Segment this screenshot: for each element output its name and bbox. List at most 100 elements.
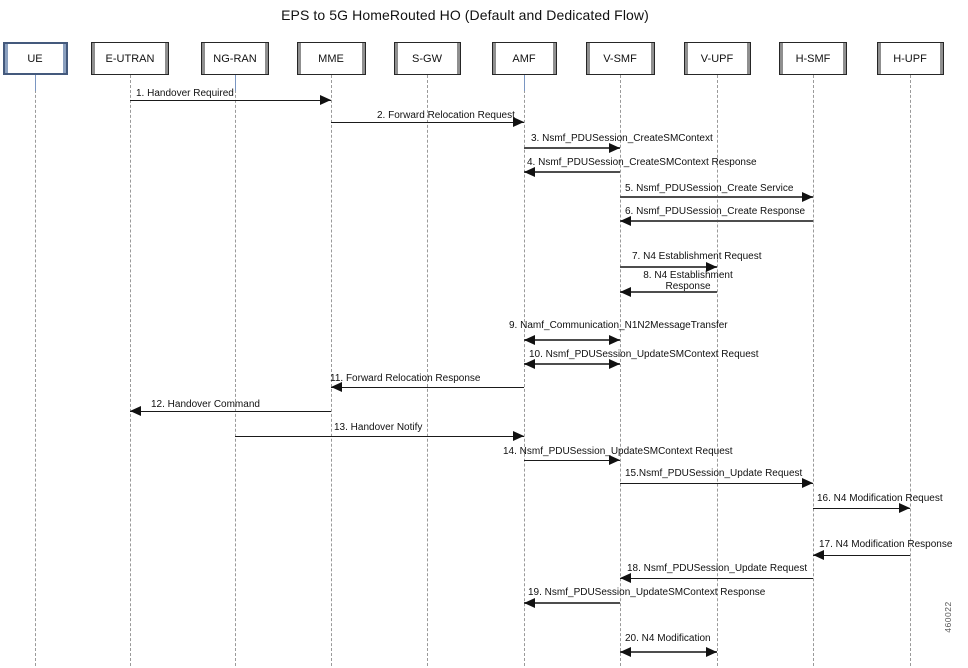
message-label-17: 17. N4 Modification Response (819, 539, 953, 550)
message-label-6: 6. Nsmf_PDUSession_Create Response (625, 206, 806, 217)
actor-box-edge (552, 43, 556, 74)
message-label-11: 11. Forward Relocation Response (330, 373, 481, 384)
actor-label: MME (318, 52, 344, 65)
arrowhead-right-2 (513, 117, 524, 127)
lifeline-mme (331, 75, 332, 666)
actor-label: E-UTRAN (105, 52, 155, 65)
lifeline-ue (35, 75, 36, 666)
message-arrow-9 (524, 339, 620, 341)
arrowhead-right-10 (609, 359, 620, 369)
message-label-9: 9. Namf_Communication_N1N2MessageTransfe… (509, 320, 728, 331)
arrowhead-left-17 (813, 550, 824, 560)
actor-box-ng-ran: NG-RAN (201, 42, 269, 75)
message-arrow-12 (130, 411, 331, 412)
arrowhead-left-9 (524, 335, 535, 345)
message-arrow-13 (235, 436, 524, 437)
actor-box-edge (684, 43, 688, 74)
lifeline-amf (524, 75, 525, 666)
message-label-10: 10. Nsmf_PDUSession_UpdateSMContext Requ… (529, 349, 759, 360)
actor-box-edge (456, 43, 460, 74)
message-label-12: 12. Handover Command (151, 399, 260, 410)
actor-box-edge (746, 43, 750, 74)
arrowhead-left-12 (130, 406, 141, 416)
connector-stub-amf (524, 75, 525, 91)
actor-box-edge (877, 43, 881, 74)
actor-box-edge (780, 43, 783, 74)
message-arrow-11 (331, 387, 524, 388)
message-label-7: 7. N4 Establishment Request (632, 251, 762, 262)
message-arrow-10 (524, 363, 620, 365)
lifeline-h-upf (910, 75, 911, 666)
arrowhead-right-13 (513, 431, 524, 441)
message-label-14: 14. Nsmf_PDUSession_UpdateSMContext Requ… (503, 446, 733, 457)
message-label-1: 1. Handover Required (136, 88, 234, 99)
message-label-18: 18. Nsmf_PDUSession_Update Request (627, 563, 808, 574)
arrowhead-left-18 (620, 573, 631, 583)
message-arrow-5 (620, 196, 813, 198)
actor-box-edge (586, 43, 590, 74)
lifeline-e-utran (130, 75, 131, 666)
lifeline-v-smf (620, 75, 621, 666)
arrowhead-right-20 (706, 647, 717, 657)
actor-box-amf: AMF (491, 42, 557, 75)
message-arrow-2 (331, 122, 524, 123)
arrowhead-left-11 (331, 382, 342, 392)
message-arrow-4 (524, 171, 620, 173)
arrowhead-right-3 (609, 143, 620, 153)
message-arrow-20 (620, 651, 717, 653)
message-label-19: 19. Nsmf_PDUSession_UpdateSMContext Resp… (528, 587, 766, 598)
actor-label: V-UPF (700, 52, 734, 65)
message-label-2: 2. Forward Relocation Request (377, 110, 515, 121)
actor-label: H-UPF (893, 52, 927, 65)
message-arrow-17 (813, 555, 910, 556)
actor-box-edge (4, 44, 8, 73)
actor-box-h-upf: H-UPF (876, 42, 944, 75)
actor-label: UE (27, 52, 43, 65)
message-label-15: 15.Nsmf_PDUSession_Update Request (625, 468, 803, 479)
message-label-16: 16. N4 Modification Request (817, 493, 943, 504)
actor-label: S-GW (412, 52, 442, 65)
message-arrow-7 (620, 266, 717, 268)
actor-box-mme: MME (296, 42, 366, 75)
arrowhead-right-7 (706, 262, 717, 272)
actor-label: NG-RAN (213, 52, 257, 65)
actor-box-edge (843, 43, 846, 74)
actor-box-edge (62, 44, 66, 73)
arrowhead-left-6 (620, 216, 631, 226)
actor-box-h-smf: H-SMF (779, 42, 847, 75)
message-arrow-1 (130, 100, 331, 101)
diagram-title: EPS to 5G HomeRouted HO (Default and Ded… (281, 7, 649, 23)
actor-box-edge (939, 43, 943, 74)
arrowhead-right-14 (609, 455, 620, 465)
lifeline-ng-ran (235, 75, 236, 666)
message-label-13: 13. Handover Notify (334, 422, 423, 433)
message-arrow-18 (620, 578, 813, 579)
message-arrow-6 (620, 220, 813, 222)
message-arrow-8 (620, 291, 717, 293)
message-label-3: 3. Nsmf_PDUSession_CreateSMContext (531, 133, 713, 144)
actor-box-s-gw: S-GW (393, 42, 461, 75)
message-label-20: 20. N4 Modification (625, 633, 711, 644)
actor-box-v-upf: V-UPF (683, 42, 751, 75)
actor-box-edge (92, 43, 95, 74)
figure-id-label: 460022 (943, 601, 953, 633)
arrowhead-right-9 (609, 335, 620, 345)
message-arrow-16 (813, 508, 910, 509)
actor-label: V-SMF (603, 52, 637, 65)
arrowhead-left-10 (524, 359, 535, 369)
actor-box-edge (165, 43, 168, 74)
connector-stub-ue (35, 75, 36, 91)
lifeline-s-gw (427, 75, 428, 666)
lifeline-v-upf (717, 75, 718, 666)
actor-box-e-utran: E-UTRAN (91, 42, 169, 75)
actor-box-edge (202, 43, 205, 74)
actor-box-edge (361, 43, 365, 74)
message-arrow-14 (524, 460, 620, 461)
arrowhead-right-5 (802, 192, 813, 202)
message-arrow-19 (524, 602, 620, 604)
arrowhead-left-4 (524, 167, 535, 177)
message-label-5: 5. Nsmf_PDUSession_Create Service (625, 183, 794, 194)
lifeline-h-smf (813, 75, 814, 666)
